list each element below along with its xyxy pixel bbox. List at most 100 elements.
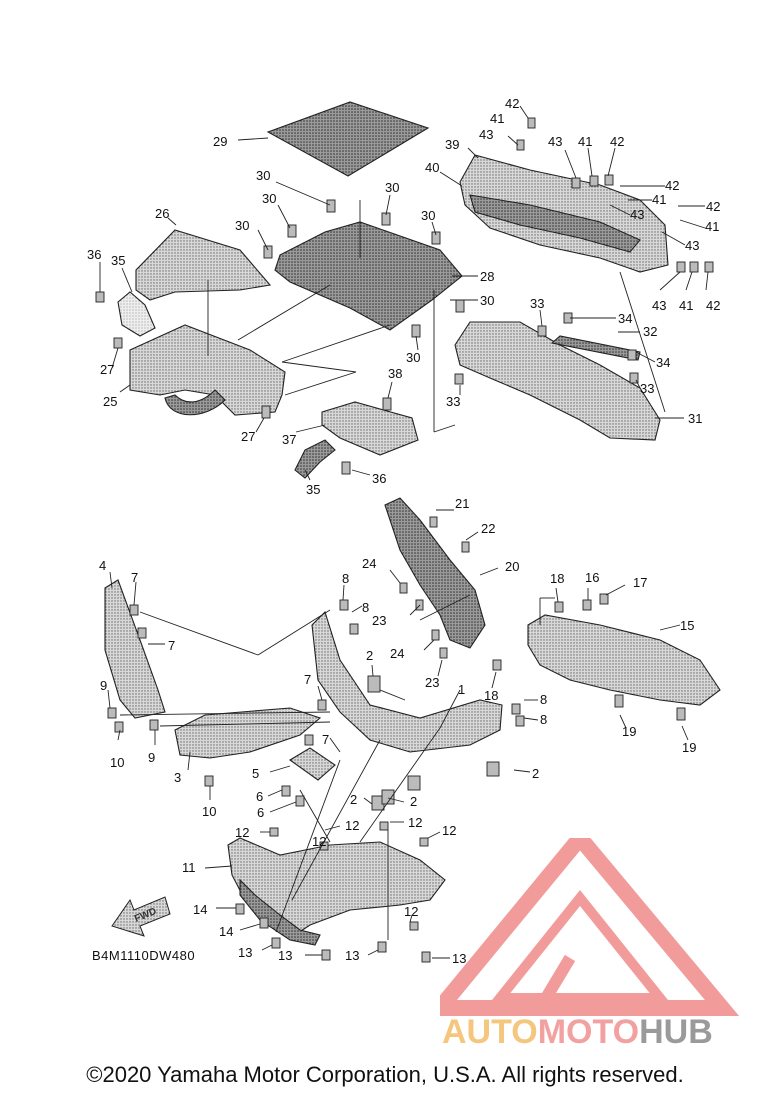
callout-18: 18 [550, 571, 564, 586]
callout-12: 12 [235, 825, 249, 840]
callout-43: 43 [685, 238, 699, 253]
callout-26: 26 [155, 206, 169, 221]
callout-43: 43 [652, 298, 666, 313]
callout-1: 1 [458, 682, 465, 697]
callout-5: 5 [252, 766, 259, 781]
callout-8: 8 [540, 712, 547, 727]
watermark-hub: HUB [639, 1013, 713, 1051]
callout-30: 30 [406, 350, 420, 365]
part-5-plate [288, 747, 336, 781]
callout-31: 31 [688, 411, 702, 426]
callout-32: 32 [643, 324, 657, 339]
callout-29: 29 [213, 134, 227, 149]
callout-30: 30 [480, 293, 494, 308]
callout-18: 18 [484, 688, 498, 703]
callout-12: 12 [404, 904, 418, 919]
callout-38: 38 [388, 366, 402, 381]
part-37-bracket [321, 401, 419, 456]
callout-12: 12 [408, 815, 422, 830]
callout-30: 30 [256, 168, 270, 183]
callout-7: 7 [322, 732, 329, 747]
part-28-floor-panel [274, 221, 463, 331]
callout-12: 12 [312, 834, 326, 849]
part-25-lower-cover [129, 324, 286, 416]
callout-35: 35 [111, 253, 125, 268]
callout-30: 30 [235, 218, 249, 233]
callout-16: 16 [585, 570, 599, 585]
callout-19: 19 [682, 740, 696, 755]
callout-43: 43 [479, 127, 493, 142]
part-29-floor-mat [266, 101, 430, 177]
callout-41: 41 [652, 192, 666, 207]
callout-33: 33 [530, 296, 544, 311]
callout-36: 36 [372, 471, 386, 486]
callout-6: 6 [256, 789, 263, 804]
callout-30: 30 [262, 191, 276, 206]
automotohub-logo-icon [440, 838, 740, 1016]
part-40-inner-panel [469, 194, 641, 253]
callout-8: 8 [362, 600, 369, 615]
callout-24: 24 [390, 646, 404, 661]
callout-39: 39 [445, 137, 459, 152]
callout-12: 12 [345, 818, 359, 833]
callout-7: 7 [168, 638, 175, 653]
callout-27: 27 [241, 429, 255, 444]
callout-9: 9 [100, 678, 107, 693]
callout-3: 3 [174, 770, 181, 785]
callout-23: 23 [425, 675, 439, 690]
callout-30: 30 [421, 208, 435, 223]
callout-41: 41 [705, 219, 719, 234]
callout-24: 24 [362, 556, 376, 571]
part-15-right-side-guard [527, 614, 721, 706]
callout-17: 17 [633, 575, 647, 590]
callout-13: 13 [238, 945, 252, 960]
callout-25: 25 [103, 394, 117, 409]
callout-42: 42 [706, 298, 720, 313]
watermark-auto: AUTO [442, 1013, 538, 1051]
copyright-text: ©2020 Yamaha Motor Corporation, U.S.A. A… [86, 1062, 684, 1087]
callout-34: 34 [618, 311, 632, 326]
parts-exploded-diagram: FWD 42 41 43 39 40 43 41 42 42 41 42 43 … [87, 96, 721, 966]
callout-33: 33 [640, 381, 654, 396]
callout-13: 13 [278, 948, 292, 963]
part-11-skid-front [239, 878, 321, 946]
callout-41: 41 [679, 298, 693, 313]
part-31-right-lower-cover [454, 321, 661, 441]
diagram-code: B4M1110DW480 [92, 948, 196, 963]
callout-41: 41 [490, 111, 504, 126]
part-32-strip [550, 335, 641, 361]
callout-9: 9 [148, 750, 155, 765]
callout-20: 20 [505, 559, 519, 574]
callout-numbers: 42 41 43 39 40 43 41 42 42 41 42 43 41 4… [87, 96, 720, 966]
part-3-bumper-end [174, 707, 322, 759]
fwd-arrow-icon: FWD [111, 896, 171, 937]
callout-37: 37 [282, 432, 296, 447]
part-4-left-side-cover [104, 579, 166, 719]
part-20-upper-bracket [384, 497, 486, 649]
callout-4: 4 [99, 558, 106, 573]
callout-30: 30 [385, 180, 399, 195]
callout-28: 28 [480, 269, 494, 284]
callout-41: 41 [578, 134, 592, 149]
part-26-side-panel [135, 229, 272, 301]
callout-14: 14 [193, 902, 207, 917]
automotohub-watermark: AUTOMOTOHUB [440, 838, 740, 1051]
callout-15: 15 [680, 618, 694, 633]
callout-6: 6 [257, 805, 264, 820]
callout-43: 43 [548, 134, 562, 149]
callout-34: 34 [656, 355, 670, 370]
callout-40: 40 [425, 160, 439, 175]
callout-27: 27 [100, 362, 114, 377]
callout-22: 22 [481, 521, 495, 536]
callout-42: 42 [665, 178, 679, 193]
callout-13: 13 [345, 948, 359, 963]
callout-43: 43 [630, 207, 644, 222]
callout-8: 8 [540, 692, 547, 707]
part-35-lower-cover [294, 439, 336, 479]
svg-text:AUTOMOTOHUB: AUTOMOTOHUB [442, 1013, 713, 1051]
callout-19: 19 [622, 724, 636, 739]
callout-10: 10 [110, 755, 124, 770]
callout-36: 36 [87, 247, 101, 262]
callout-2: 2 [532, 766, 539, 781]
callout-42: 42 [505, 96, 519, 111]
